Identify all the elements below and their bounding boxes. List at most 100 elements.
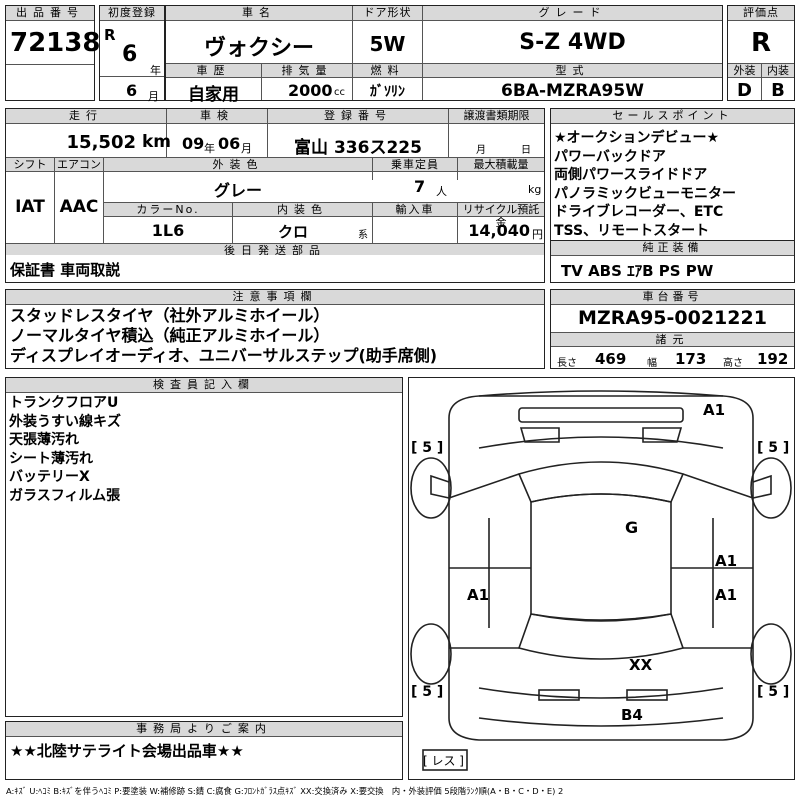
sales-point: 両側パワースライドドア	[554, 167, 708, 183]
first-registration-label: 初度登録	[100, 6, 164, 21]
front-grille	[518, 407, 684, 423]
inspector-notes-list: トランクフロアU 外装うすい線キズ 天張薄汚れ シート薄汚れ バッテリーX ガラ…	[9, 394, 121, 505]
sales-point: ドライブレコーダー、ETC	[554, 204, 724, 220]
recycle-label: リサイクル預託金	[458, 203, 544, 229]
wheel-rear-left	[410, 623, 452, 685]
interior-score: B	[771, 80, 785, 101]
history-label: 車歴	[166, 64, 262, 78]
mark-door-right-rear: A1	[715, 586, 738, 604]
rear-window	[517, 613, 685, 660]
inspector-note: バッテリーX	[9, 469, 90, 485]
inspector-note: 外装うすい線キズ	[9, 413, 121, 430]
windshield	[517, 461, 685, 503]
notes-box: 注意事項欄 スタッドレスタイヤ（社外アルミホイール） ノーマルタイヤ積込（純正ア…	[5, 289, 545, 369]
note-item: スタッドレスタイヤ（社外アルミホイール）	[10, 306, 330, 325]
length-value: 469	[595, 350, 627, 368]
height-label: 高さ	[723, 358, 743, 369]
tire-rear-left-mark: [ 5 ]	[411, 684, 444, 700]
inspection-month: 06	[218, 134, 241, 153]
body-outline	[448, 395, 754, 741]
mileage-unit: km	[142, 132, 172, 152]
inspector-note: シート薄汚れ	[9, 450, 93, 467]
year-unit: 年	[150, 64, 161, 77]
capacity: 7	[414, 177, 426, 196]
interior-color-unit: 系	[358, 230, 368, 241]
inspection-month-unit: 月	[241, 142, 252, 155]
sales-points-list: ★オークションデビュー★ パワーバックドア 両側パワースライドドア パノラミック…	[554, 129, 736, 240]
left-side-line	[448, 473, 531, 649]
mileage-label: 走行	[6, 109, 166, 124]
wheel-rear-right	[750, 623, 792, 685]
length-label: 長さ	[557, 358, 577, 369]
note-item: ディスプレイオーディオ、ユニバーサルステップ(助手席側)	[10, 346, 438, 365]
lot-number: 72138	[10, 28, 101, 58]
lot-number-label: 出品番号	[6, 6, 94, 21]
inspection-year-unit: 年	[204, 142, 215, 155]
spare-tire-mark: [ レス ]	[423, 754, 464, 768]
sales-point: パワーバックドア	[554, 148, 666, 165]
later-parts-box: 保証書 車両取説	[5, 255, 545, 283]
standard-equipment: TV ABS ｴｱB PS PW	[561, 262, 714, 280]
chassis-number-label: 車台番号	[551, 290, 794, 305]
body-color: グレー	[213, 181, 262, 200]
hood-line	[478, 436, 724, 449]
inspector-notes-label: 検査員記入欄	[6, 378, 402, 393]
wheel-front-left	[410, 457, 452, 519]
shift-type: IAT	[15, 197, 45, 217]
inspection-label: 車検	[167, 109, 267, 124]
rear-plate	[538, 689, 580, 701]
capacity-unit: 人	[436, 185, 447, 198]
mark-roof: G	[625, 518, 639, 537]
rear-bumper	[478, 717, 724, 727]
registration-label: 登録番号	[268, 109, 448, 124]
inspector-note: ガラスフィルム張	[9, 487, 121, 504]
sales-points-label: セールスポイント	[551, 109, 794, 124]
right-mirror	[752, 474, 772, 499]
transfer-day-unit: 日	[521, 145, 531, 156]
roof	[530, 493, 672, 621]
headlight-left	[519, 427, 560, 443]
color-no-label: カラーNo.	[104, 203, 233, 217]
interior-color: クロ	[277, 223, 308, 241]
recycle-fee: 14,040	[468, 221, 530, 240]
fuel-type: ｶﾞｿﾘﾝ	[370, 84, 405, 100]
sales-point: ★オークションデビュー★	[554, 130, 720, 146]
exterior-label: 外装	[728, 64, 762, 78]
import-label: 輸入車	[373, 203, 458, 217]
door-type-label: ドア形状	[353, 6, 423, 21]
recycle-unit: 円	[532, 228, 543, 241]
displacement: 2000	[288, 81, 333, 100]
capacity-label: 乗車定員	[373, 158, 458, 172]
tire-front-right-mark: [ 5 ]	[757, 440, 790, 456]
inspector-note: 天張薄汚れ	[9, 432, 79, 448]
right-side-line	[671, 473, 754, 649]
width-value: 173	[675, 350, 707, 368]
grade: S-Z 4WD	[519, 30, 626, 55]
interior-label: 内装	[762, 64, 794, 78]
body-color-label: 外装色	[104, 158, 373, 172]
mark-rear-glass: XX	[629, 656, 653, 674]
fuel-label: 燃料	[353, 64, 422, 78]
damage-diagram-box: A1 [ 5 ] [ 5 ] G A1 A1 A1 XX [ 5 ] [ 5 ]…	[408, 377, 795, 780]
chassis-box: 車台番号 MZRA95-0021221 諸元 長さ 469 幅 173 高さ 1…	[550, 289, 795, 369]
wheel-front-right	[750, 457, 792, 519]
max-load-unit: kg	[528, 183, 542, 196]
front-bumper	[478, 390, 724, 397]
shift-label: シフト	[6, 158, 55, 172]
registration-year: 6	[122, 42, 138, 67]
vehicle-info-top: 車名 ドア形状 グレード ヴォクシー 5W S-Z 4WD 車歴 排気量 燃料 …	[165, 5, 723, 105]
transfer-deadline-label: 譲渡書類期限	[449, 109, 544, 124]
score-box: 評価点 R 外装 内装 D B	[727, 5, 795, 101]
inspection-year: 09	[182, 134, 205, 153]
exterior-score: D	[737, 80, 752, 101]
standard-equipment-label: 純正装備	[551, 241, 794, 256]
aircon-label: エアコン	[55, 158, 104, 172]
height-value: 192	[757, 350, 789, 368]
headlight-right	[642, 427, 683, 443]
inspector-notes-box: 検査員記入欄 トランクフロアU 外装うすい線キズ 天張薄汚れ シート薄汚れ バッ…	[5, 377, 403, 717]
car-body-diagram	[410, 390, 792, 771]
car-name-label: 車名	[166, 6, 353, 21]
transfer-month-unit: 月	[476, 145, 486, 156]
model-code: 6BA-MZRA95W	[501, 81, 644, 101]
sales-point: TSS、リモートスタート	[554, 222, 710, 239]
